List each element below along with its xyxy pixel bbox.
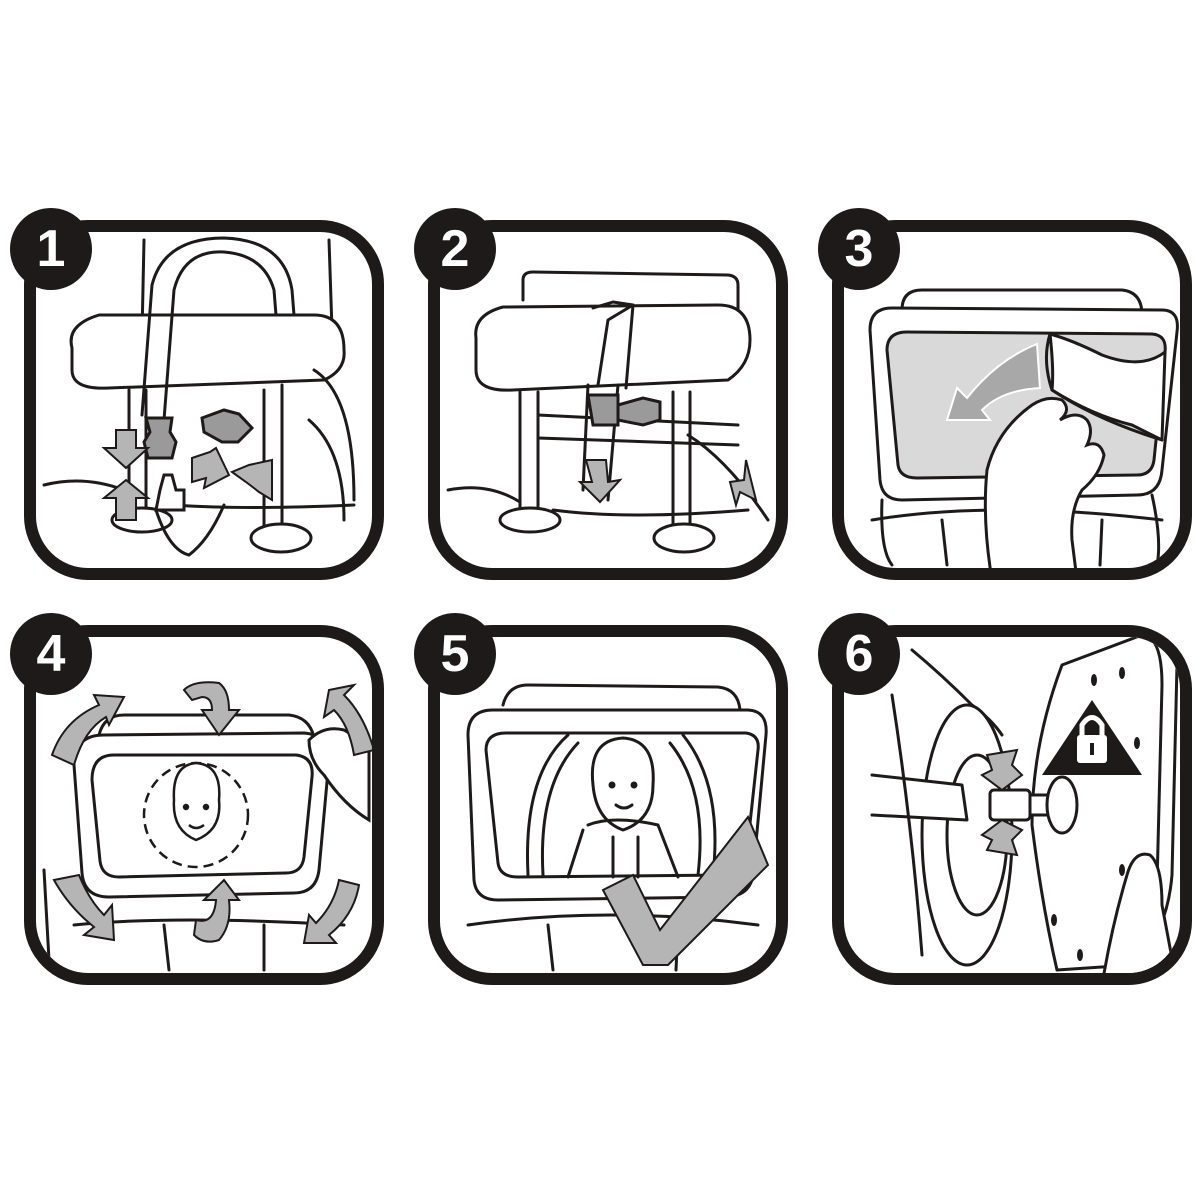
step-4-frame	[24, 625, 384, 985]
step-1-panel: 1 Loop strap over headrest and connect b…	[10, 208, 384, 580]
step-number-badge: 3	[818, 208, 900, 290]
step-5-illustration	[466, 683, 770, 972]
step-number-badge: 1	[10, 208, 92, 290]
buckle-male-icon	[200, 408, 255, 444]
step-6-illustration	[870, 637, 1179, 973]
step-5-panel: 5 Baby clearly visible in mirror - corre…	[414, 613, 788, 985]
hand-icon	[1102, 852, 1177, 973]
peel-arrow-icon	[945, 342, 1042, 421]
step-number-badge: 5	[414, 613, 496, 695]
step-number-badge: 2	[414, 208, 496, 290]
step-2-illustration	[446, 270, 770, 554]
step-2-panel: 2 Buckle fastened around headrest; pull …	[414, 208, 788, 580]
rotate-arrows-icon	[50, 681, 372, 944]
checkmark-icon	[601, 815, 770, 966]
lock-warning-icon	[1042, 700, 1142, 775]
step-1-frame	[24, 220, 384, 580]
step-2-frame	[428, 220, 788, 580]
step-6-panel: 6 Lock pivot joint into mirror back moun…	[818, 613, 1192, 985]
step-1-illustration	[42, 236, 356, 557]
step-6-frame	[832, 625, 1192, 985]
rivets	[1051, 667, 1140, 961]
buckle-male-icon	[616, 396, 662, 427]
buckle-female-icon	[586, 393, 620, 427]
buckle-female-icon	[142, 416, 178, 460]
step-3-frame	[832, 220, 1192, 580]
step-3-illustration	[868, 288, 1179, 568]
step-number-badge: 6	[818, 613, 900, 695]
baby-face-icon	[142, 761, 250, 869]
hand-icon	[983, 396, 1106, 568]
step-5-frame	[428, 625, 788, 985]
step-number-badge: 4	[10, 613, 92, 695]
direction-arrows	[101, 429, 273, 521]
squeeze-arrows-icon	[980, 748, 1024, 857]
step-4-illustration	[42, 681, 372, 972]
step-3-panel: 3 Peel protective film off mirror surfac…	[818, 208, 1192, 580]
step-4-panel: 4 Adjust mirror angle by tilting and rot…	[10, 613, 384, 985]
direction-arrows	[577, 459, 758, 509]
